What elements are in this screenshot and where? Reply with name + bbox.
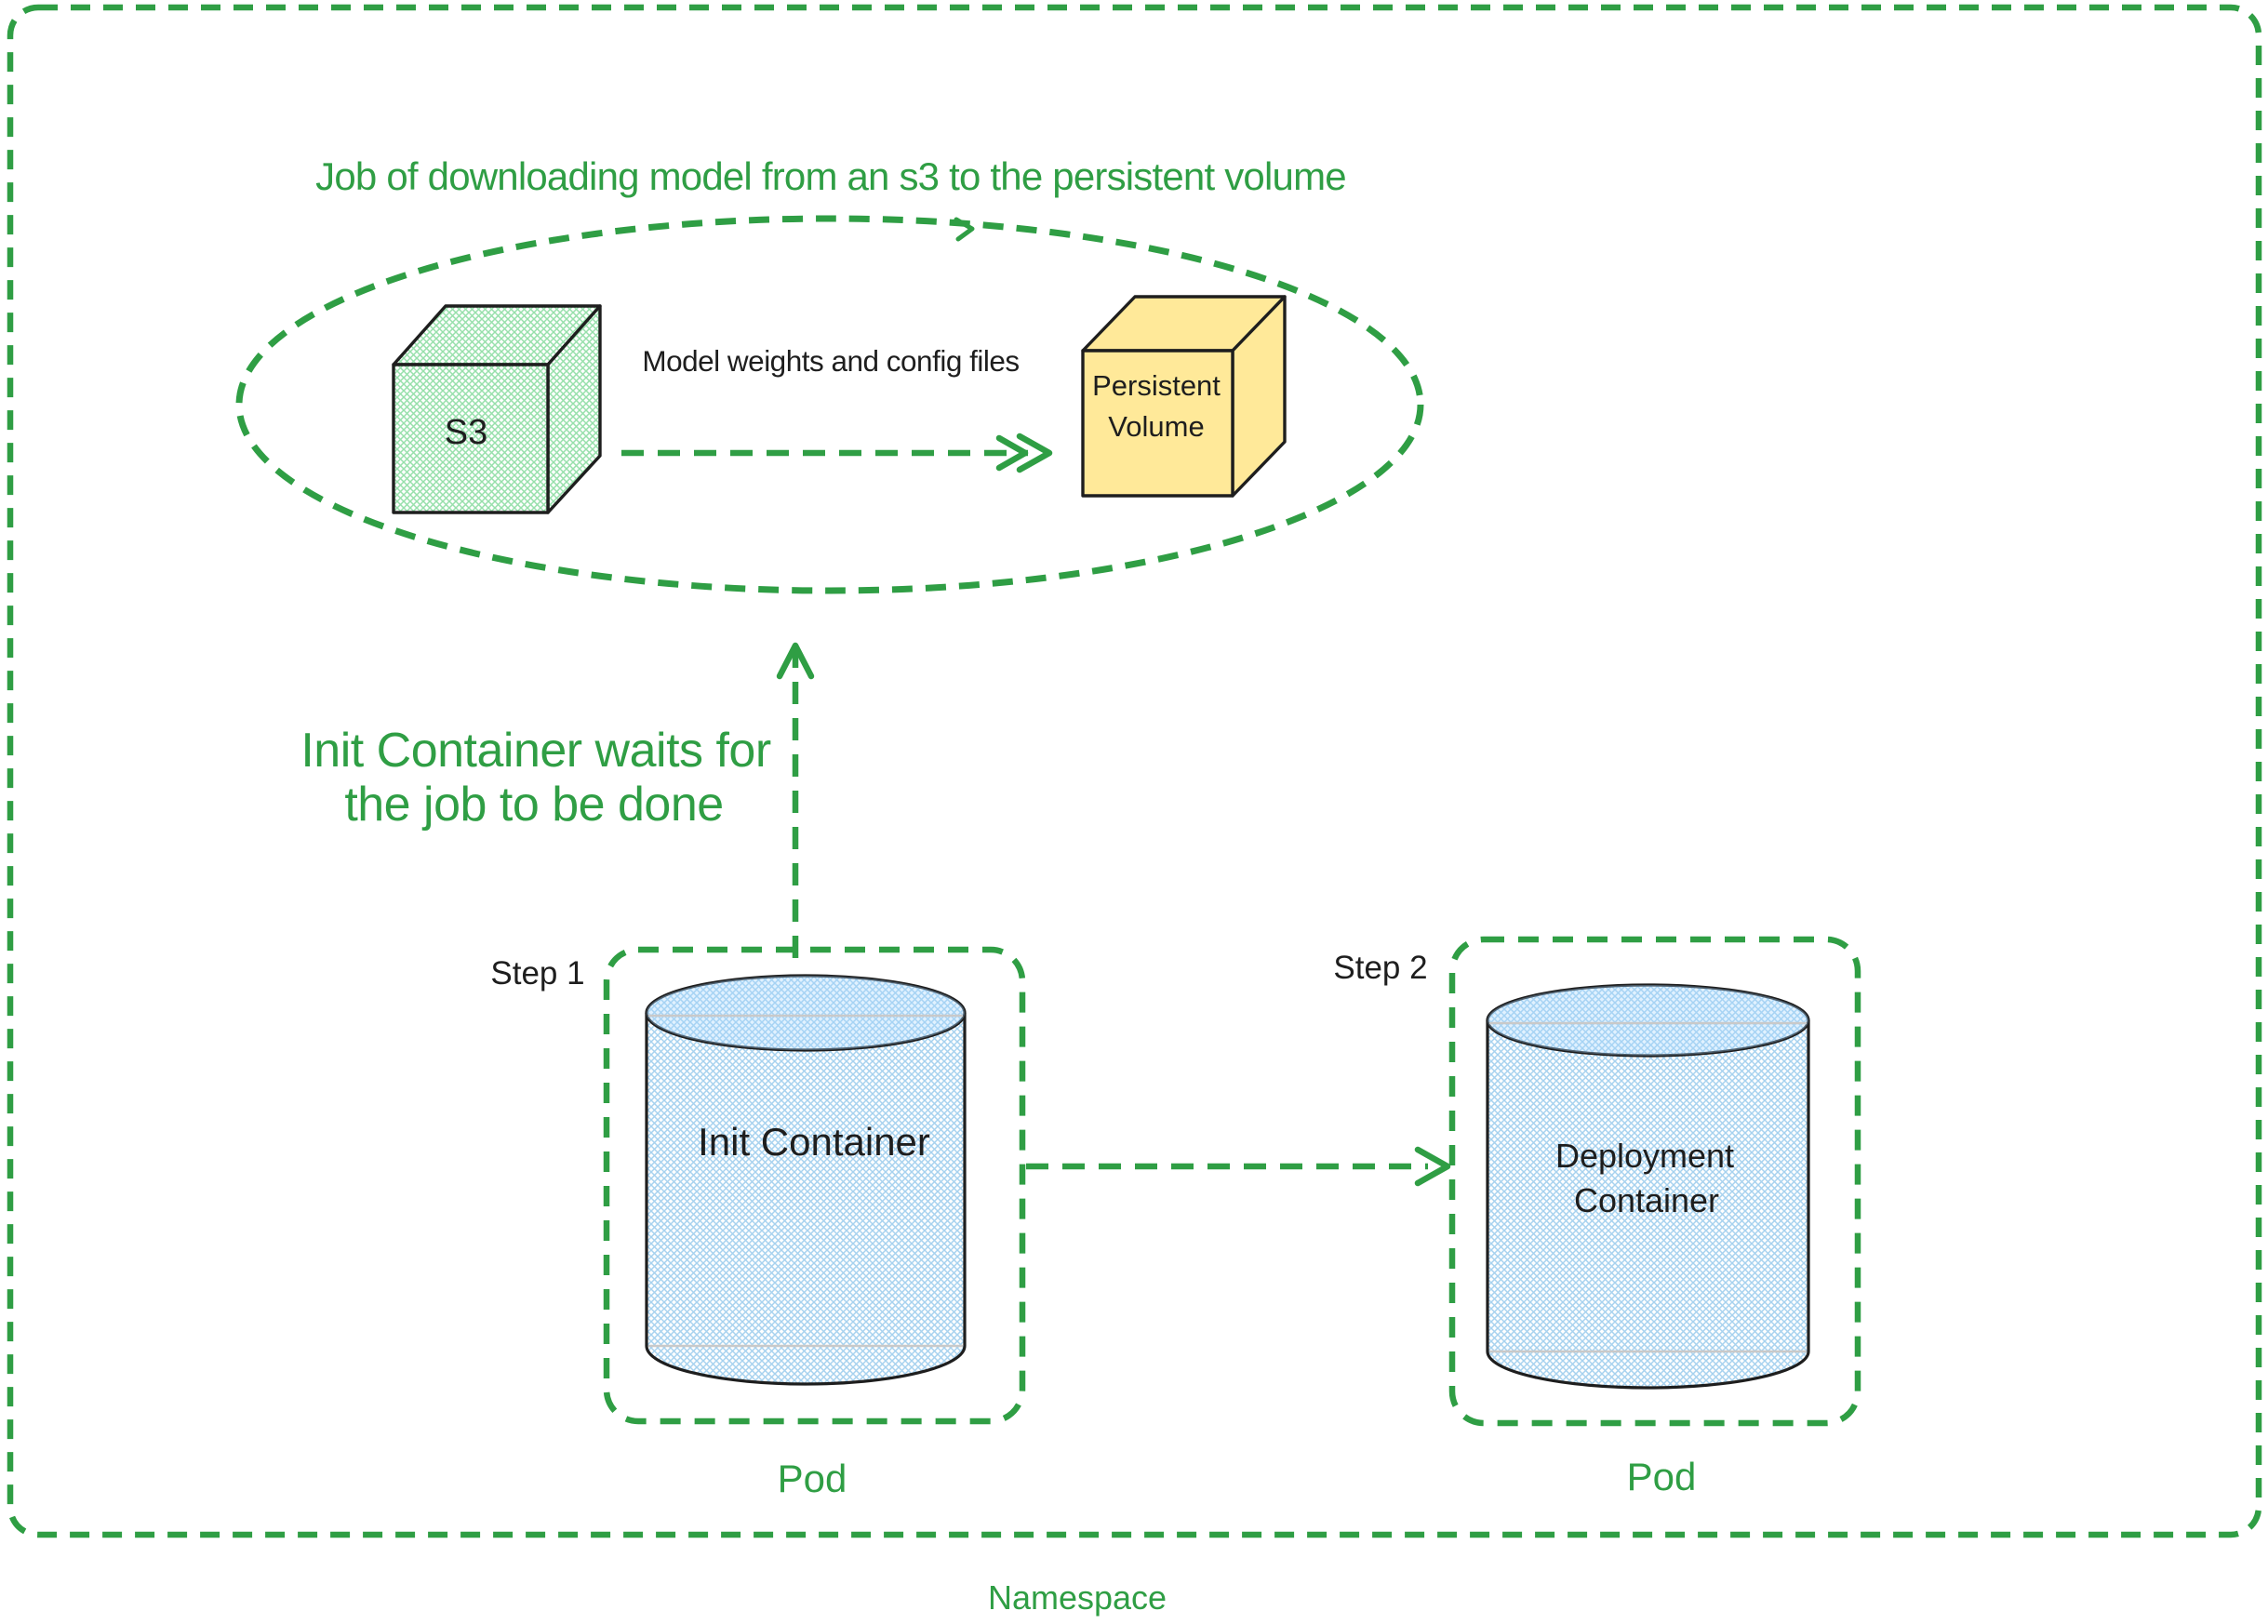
svg-text:Container: Container	[1574, 1181, 1719, 1219]
svg-text:Step 2: Step 2	[1333, 950, 1427, 986]
svg-text:Persistent: Persistent	[1092, 369, 1221, 402]
svg-text:Init Container: Init Container	[698, 1120, 930, 1164]
svg-text:S3: S3	[445, 413, 487, 452]
svg-text:Pod: Pod	[778, 1457, 847, 1500]
svg-text:Step 1: Step 1	[490, 955, 584, 992]
svg-text:Pod: Pod	[1627, 1455, 1697, 1498]
svg-text:Job of downloading model from: Job of downloading model from an s3 to t…	[315, 154, 1346, 198]
svg-text:Model weights and config files: Model weights and config files	[642, 344, 1019, 378]
svg-text:Namespace: Namespace	[988, 1578, 1167, 1617]
svg-text:Init Container waits for: Init Container waits for	[300, 724, 771, 778]
svg-text:the job to be done: the job to be done	[344, 778, 723, 832]
svg-text:Volume: Volume	[1108, 410, 1204, 443]
svg-text:Deployment: Deployment	[1555, 1137, 1734, 1175]
